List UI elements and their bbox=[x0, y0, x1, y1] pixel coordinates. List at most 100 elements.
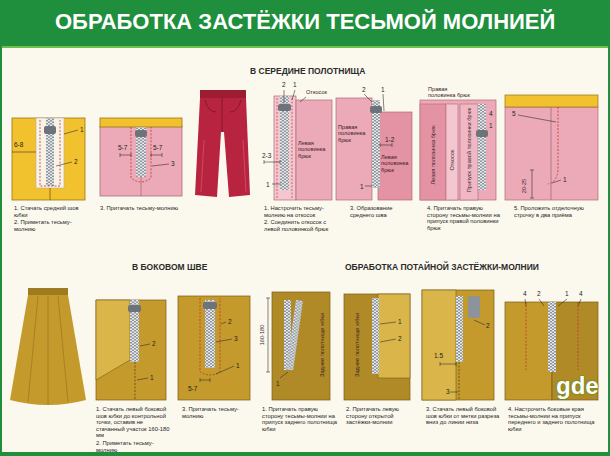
trousers-picture-part bbox=[205, 98, 241, 132]
callout-number: 2 bbox=[152, 340, 156, 348]
skirt-zipper-figure-part bbox=[50, 188, 51, 200]
facing-figure-part bbox=[296, 100, 332, 200]
callout-number: 1 bbox=[398, 318, 402, 326]
invisible-zipper-seam-figure-part bbox=[422, 290, 456, 400]
centre-seam-figure-part bbox=[336, 98, 372, 200]
callout-number: 4 bbox=[579, 290, 583, 298]
right-half-figure-part bbox=[420, 104, 446, 200]
callout-number: 3 bbox=[234, 335, 238, 343]
part-name: Правая половинка брюк bbox=[338, 124, 370, 143]
invisible-zipper-seam-figure-part bbox=[440, 320, 485, 392]
step-caption: 3. Стачать левый боковой шов юбки от мет… bbox=[426, 406, 502, 426]
step-caption: 3. Притачать тесьму-молнию bbox=[100, 205, 180, 212]
callout-number: 1 bbox=[563, 176, 567, 184]
background-part bbox=[0, 452, 610, 456]
part-name: 20-25 bbox=[521, 179, 527, 193]
background-part bbox=[0, 0, 610, 46]
facing-figure-part bbox=[264, 90, 306, 184]
callout-number: 1 bbox=[293, 81, 297, 89]
invisible-zipper-right-figure-part bbox=[266, 298, 288, 378]
centre-seam-figure bbox=[336, 94, 412, 200]
callout-number: 1.5 bbox=[434, 352, 443, 360]
zipper-stitch-figure-part bbox=[100, 126, 182, 196]
side-zipper-stitch-figure-part bbox=[200, 322, 234, 382]
invisible-zipper-left-figure bbox=[344, 294, 410, 400]
callout-number: 2 bbox=[537, 290, 541, 298]
right-half-figure-part bbox=[478, 104, 486, 190]
step-caption: 4. Настрочить боковые края тесьмы-молнии… bbox=[508, 406, 596, 432]
step-caption: 3. Притачать тесьму-молнию bbox=[182, 406, 254, 419]
callout-number: 1 bbox=[150, 374, 154, 382]
side-zipper-stitch-figure-part bbox=[205, 300, 215, 368]
invisible-zipper-seam-figure-part bbox=[459, 362, 460, 400]
callout-number: 1 bbox=[565, 290, 569, 298]
side-zipper-stitch-figure-part bbox=[203, 302, 217, 309]
background-part bbox=[0, 46, 2, 456]
invisible-zipper-right-figure bbox=[266, 292, 330, 400]
skirt-zipper-figure-part bbox=[56, 130, 78, 166]
part-name: Откосок bbox=[449, 150, 455, 171]
part-name: Припуск правой половинки брюк bbox=[466, 108, 472, 193]
topstitch-figure-part bbox=[505, 107, 598, 200]
right-half-figure bbox=[420, 100, 496, 200]
topstitch-figure-part bbox=[518, 115, 561, 198]
skirt-zipper-figure-part bbox=[40, 120, 60, 186]
side-seam-figure-part bbox=[96, 300, 130, 380]
callout-number: 4 bbox=[489, 110, 493, 118]
side-seam-figure-part bbox=[137, 344, 150, 380]
invisible-zipper-edges-figure bbox=[505, 299, 598, 400]
zipper-stitch-figure-part bbox=[141, 177, 142, 196]
section-heading: В БОКОВОМ ШВЕ bbox=[132, 262, 207, 272]
skirt-zipper-figure-part bbox=[36, 118, 64, 188]
callout-number: 1 bbox=[236, 362, 240, 370]
skirt-picture-part bbox=[28, 288, 68, 295]
step-caption: 1. Настрочить тесьму-молнию на откосок bbox=[264, 205, 336, 218]
part-name: Заднее полотнище юбки bbox=[319, 313, 325, 377]
invisible-zipper-right-figure-part bbox=[272, 292, 330, 400]
centre-seam-figure-part bbox=[372, 100, 380, 188]
invisible-zipper-edges-figure-part bbox=[526, 302, 578, 370]
callout-number: 3 bbox=[446, 388, 450, 396]
trousers-picture-part bbox=[200, 90, 246, 98]
callout-number: 1 bbox=[266, 181, 270, 189]
part-name: Правая половинка брюк bbox=[428, 86, 472, 99]
part-name: Левая половинка брюк bbox=[381, 154, 411, 173]
trousers-picture-part bbox=[201, 140, 246, 192]
topstitch-figure bbox=[505, 95, 598, 200]
step-caption: 1. Стачать средний шов юбки bbox=[14, 205, 86, 218]
side-zipper-stitch-figure-part bbox=[200, 298, 220, 375]
callout-number: 2 bbox=[228, 318, 232, 326]
part-name: Левая половинка брюк bbox=[298, 140, 330, 159]
callout-number: 2-3 bbox=[262, 152, 271, 160]
facing-figure bbox=[264, 90, 332, 200]
right-half-figure-part bbox=[476, 130, 488, 137]
callout-number: 1 bbox=[80, 126, 84, 134]
zipper-stitch-figure-part bbox=[136, 127, 146, 177]
step-caption: 2. Приметать тесьму-молнию bbox=[14, 219, 86, 232]
callout-number: 2 bbox=[74, 158, 78, 166]
invisible-zipper-left-figure-part bbox=[378, 294, 410, 378]
trousers-picture-part bbox=[195, 98, 250, 197]
topstitch-figure-part bbox=[505, 95, 598, 107]
invisible-zipper-edges-figure-part bbox=[548, 302, 556, 372]
step-caption: 1. Стачать левый боковой шов юбки до кон… bbox=[96, 406, 172, 439]
topstitch-figure-part bbox=[548, 107, 558, 184]
facing-figure-part bbox=[278, 104, 291, 111]
skirt-zipper-figure-part bbox=[44, 126, 56, 134]
callout-number: 5-7 bbox=[153, 144, 162, 152]
callout-number: 3 bbox=[171, 160, 175, 168]
skirt-zipper-figure bbox=[12, 118, 85, 200]
side-seam-figure-part bbox=[96, 300, 166, 400]
part-name: 160-180 bbox=[259, 325, 265, 346]
background-part bbox=[608, 46, 610, 456]
zipper-stitch-figure-part bbox=[152, 164, 169, 166]
section-heading: ОБРАБОТКА ПОТАЙНОЙ ЗАСТЁЖКИ-МОЛНИИ bbox=[345, 262, 539, 272]
zipper-stitch-figure-part bbox=[120, 153, 162, 157]
invisible-zipper-seam-figure-part bbox=[456, 296, 463, 362]
step-caption: 5. Проложить отделочную строчку в два пр… bbox=[514, 205, 598, 218]
poster-title: ОБРАБОТКА ЗАСТЁЖКИ ТЕСЬМОЙ МОЛНИЕЙ bbox=[55, 9, 555, 35]
step-caption: 2. Приметать тесьму-молнию bbox=[96, 440, 172, 453]
centre-seam-figure-part bbox=[370, 106, 382, 113]
watermark: gde bbox=[556, 372, 599, 400]
